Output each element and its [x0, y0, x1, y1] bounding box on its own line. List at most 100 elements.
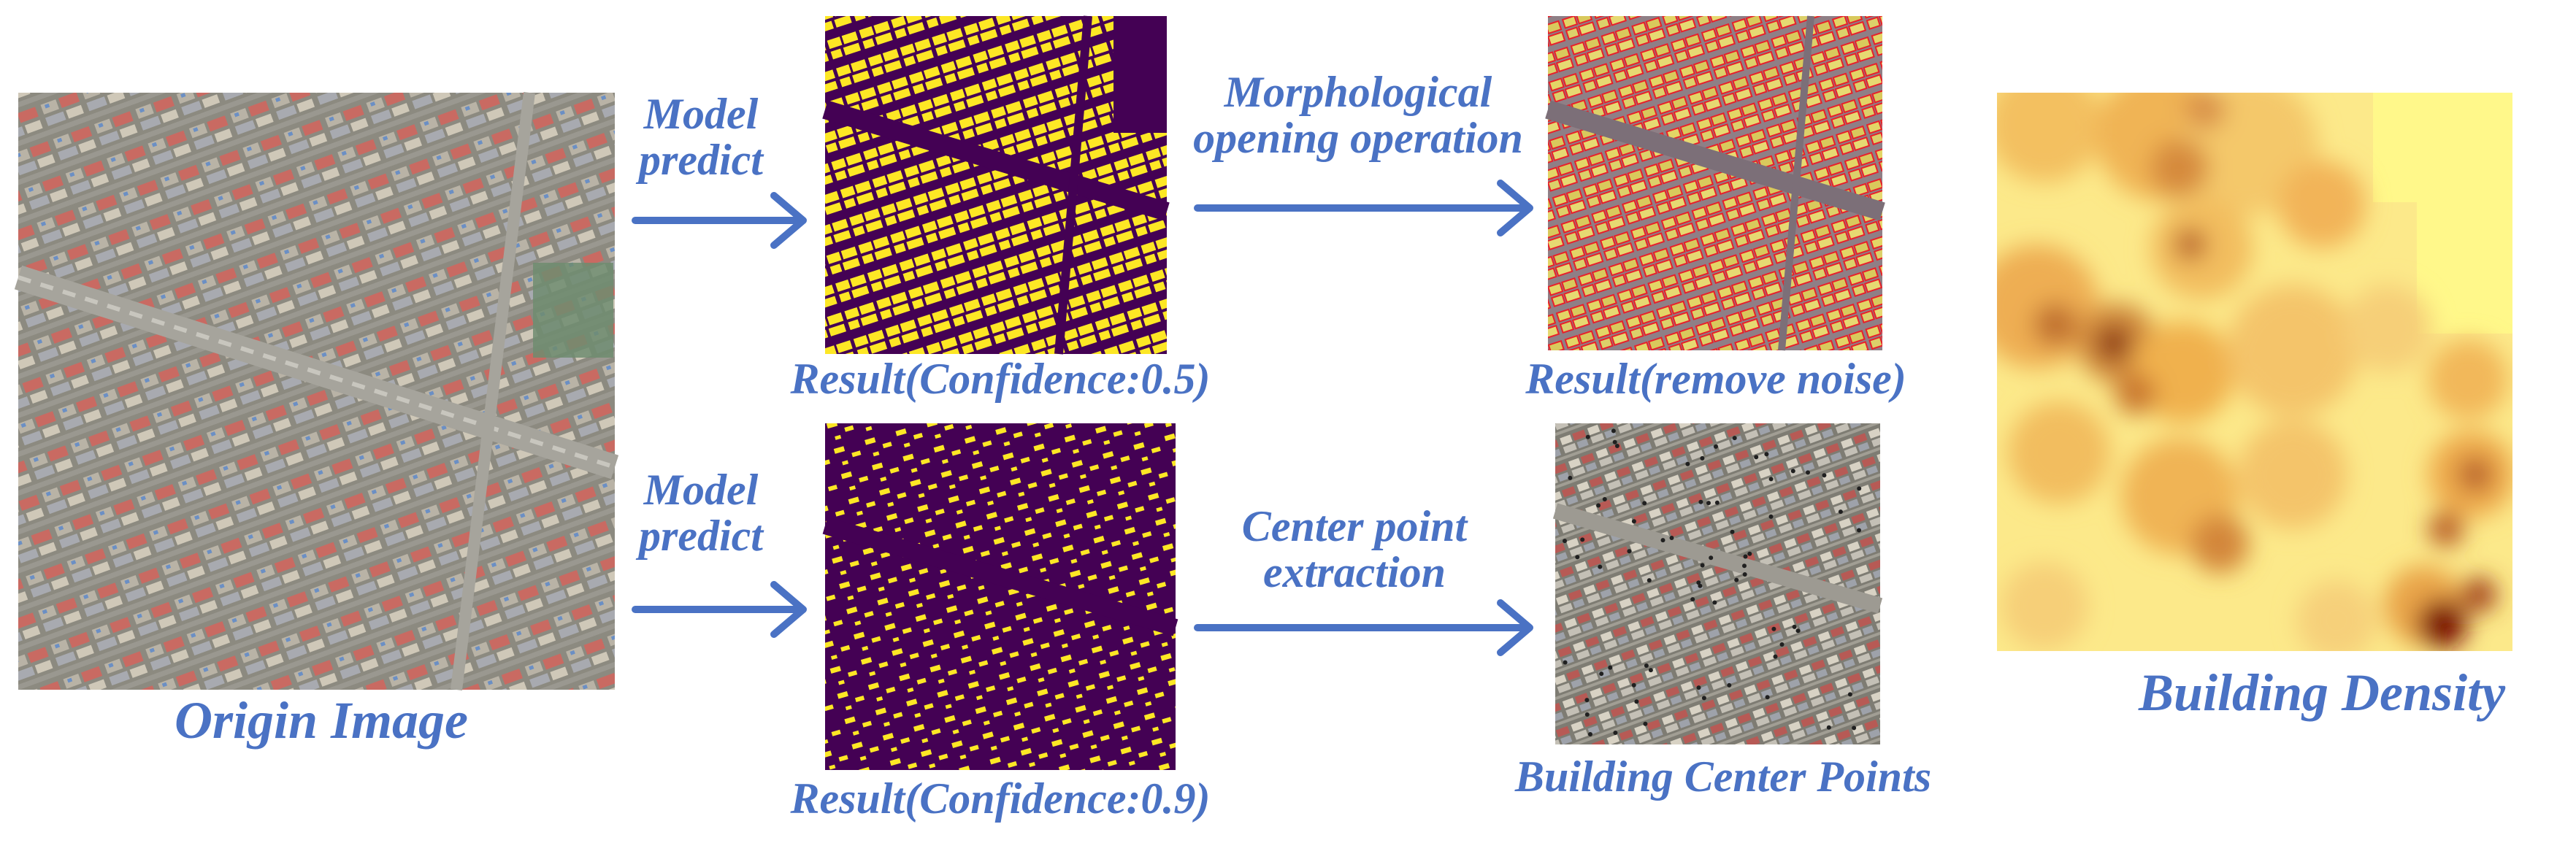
center-point-marker — [1743, 554, 1748, 559]
center-point-marker — [1643, 721, 1648, 726]
center-point-marker — [1660, 538, 1665, 543]
right-arrow-icon — [1194, 180, 1533, 236]
model-predict-top-line1: Model — [643, 90, 759, 138]
model-predict-top-line2: predict — [639, 136, 763, 184]
center-point-marker — [1765, 695, 1770, 700]
center-point-marker — [1792, 624, 1797, 629]
center-point-marker — [1614, 444, 1619, 448]
right-arrow-icon — [632, 192, 807, 249]
center-point-marker — [1727, 682, 1732, 688]
model-predict-bottom-line2: predict — [639, 512, 763, 560]
center-point-marker — [1847, 692, 1852, 697]
center-point-line2: extraction — [1263, 548, 1446, 596]
center-point-marker — [1613, 731, 1618, 735]
result-remove-noise-image — [1545, 15, 1885, 351]
mask-confidence-0.9 — [822, 423, 1178, 770]
center-point-marker — [1563, 660, 1568, 665]
center-point-marker — [1701, 696, 1706, 701]
center-point-marker — [1773, 654, 1778, 659]
model-predict-top-label: Model predict — [621, 91, 781, 183]
center-point-marker — [1631, 519, 1636, 524]
center-point-marker — [1696, 685, 1701, 690]
center-point-marker — [1644, 663, 1649, 668]
center-point-marker — [1598, 564, 1603, 569]
center-point-marker — [1700, 563, 1705, 568]
center-point-marker — [1730, 529, 1735, 534]
center-point-marker — [1634, 699, 1639, 704]
center-point-marker — [1795, 628, 1801, 634]
building-density-map — [1997, 93, 2512, 651]
morph-op-line2: opening operation — [1193, 114, 1523, 162]
center-point-marker — [1599, 671, 1604, 677]
center-point-marker — [1568, 475, 1573, 480]
center-point-marker — [1698, 499, 1703, 504]
center-point-markers — [1563, 428, 1862, 736]
center-point-marker — [1698, 583, 1703, 588]
center-point-marker — [1754, 455, 1759, 460]
building-density-label: Building Density — [2138, 663, 2506, 722]
center-point-marker — [1732, 436, 1737, 441]
center-point-marker — [1585, 434, 1590, 439]
center-point-marker — [1596, 503, 1601, 508]
center-point-marker — [1690, 597, 1695, 602]
model-predict-bottom-label: Model predict — [621, 467, 781, 559]
center-point-marker — [1642, 501, 1647, 506]
center-point-marker — [1742, 563, 1747, 569]
result-conf-05-label: Result(Confidence:0.5) — [790, 355, 1211, 403]
center-point-marker — [1588, 732, 1592, 736]
center-point-marker — [1857, 528, 1861, 533]
center-point-marker — [1852, 725, 1857, 731]
center-point-marker — [1712, 600, 1717, 605]
center-point-marker — [1790, 469, 1795, 474]
center-point-marker — [1826, 725, 1831, 730]
right-arrow-icon — [1194, 599, 1533, 656]
morph-op-line1: Morphological — [1224, 68, 1492, 116]
center-point-label: Center point extraction — [1183, 504, 1526, 596]
center-point-marker — [1700, 455, 1705, 461]
center-point-marker — [1771, 626, 1776, 631]
center-point-marker — [1602, 497, 1607, 501]
center-point-marker — [1584, 712, 1590, 717]
center-point-marker — [1747, 551, 1752, 556]
center-point-marker — [1648, 668, 1653, 673]
morph-op-label: Morphological opening operation — [1161, 69, 1555, 161]
center-point-marker — [1779, 642, 1785, 647]
origin-image-label: Origin Image — [174, 691, 469, 750]
center-point-marker — [1857, 486, 1862, 491]
center-point-marker — [1764, 452, 1769, 457]
center-point-marker — [1714, 444, 1718, 449]
building-center-points-label: Building Center Points — [1514, 752, 1932, 801]
center-point-marker — [1669, 536, 1674, 540]
center-point-marker — [1734, 577, 1739, 582]
result-remove-noise-label: Result(remove noise) — [1525, 355, 1906, 403]
center-point-marker — [1696, 580, 1701, 585]
center-point-marker — [1709, 555, 1714, 561]
center-point-marker — [1627, 549, 1632, 554]
building-center-points-image — [1552, 423, 1883, 744]
model-predict-bottom-line1: Model — [643, 466, 759, 514]
center-point-marker — [1631, 682, 1636, 688]
center-point-marker — [1647, 578, 1652, 583]
center-point-marker — [1822, 473, 1827, 478]
result-conf-09-label: Result(Confidence:0.9) — [790, 774, 1211, 823]
center-point-marker — [1575, 555, 1580, 560]
origin-image — [14, 92, 619, 690]
center-point-marker — [1608, 665, 1613, 670]
center-point-marker — [1742, 572, 1747, 577]
center-point-marker — [1806, 470, 1810, 475]
center-point-line1: Center point — [1241, 502, 1468, 550]
center-point-marker — [1838, 509, 1843, 515]
mask-confidence-0.5 — [822, 15, 1170, 355]
center-point-marker — [1563, 539, 1567, 544]
center-point-marker — [1714, 500, 1720, 505]
center-point-marker — [1580, 537, 1585, 542]
center-point-marker — [1584, 698, 1590, 703]
right-arrow-icon — [632, 581, 807, 638]
center-point-marker — [1611, 428, 1616, 434]
center-point-marker — [1685, 461, 1690, 466]
center-point-marker — [1768, 514, 1774, 519]
center-point-marker — [1706, 501, 1711, 506]
center-point-marker — [1768, 477, 1774, 482]
